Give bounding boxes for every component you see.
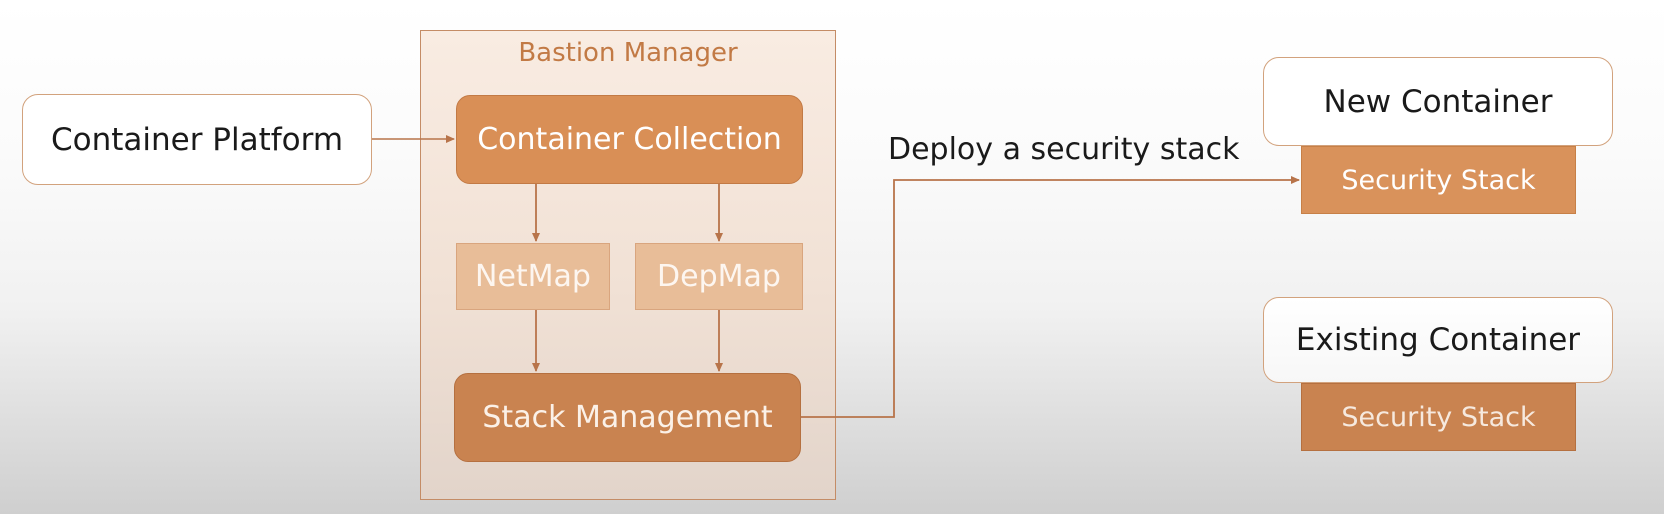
container-platform-box: Container Platform (22, 94, 372, 185)
stack-management-box: Stack Management (454, 373, 801, 462)
existing-container-security-stack-label: Security Stack (1341, 401, 1536, 433)
depmap-label: DepMap (657, 259, 781, 294)
arrow-deploy-to-new-container (801, 176, 1300, 418)
existing-container-label: Existing Container (1295, 322, 1581, 358)
new-container-label: New Container (1323, 83, 1553, 120)
new-container-box: New Container (1263, 57, 1613, 146)
container-platform-label: Container Platform (50, 121, 344, 158)
existing-container-security-stack: Security Stack (1301, 383, 1576, 451)
existing-container-box: Existing Container (1263, 297, 1613, 383)
bastion-manager-title: Bastion Manager (518, 38, 738, 68)
stack-management-label: Stack Management (482, 400, 773, 435)
deploy-security-stack-label: Deploy a security stack (888, 132, 1240, 167)
new-container-security-stack: Security Stack (1301, 146, 1576, 214)
netmap-label: NetMap (475, 259, 591, 294)
container-collection-label: Container Collection (477, 122, 782, 157)
container-collection-box: Container Collection (456, 95, 803, 184)
new-container-security-stack-label: Security Stack (1341, 164, 1536, 196)
netmap-box: NetMap (456, 243, 610, 310)
depmap-box: DepMap (635, 243, 803, 310)
